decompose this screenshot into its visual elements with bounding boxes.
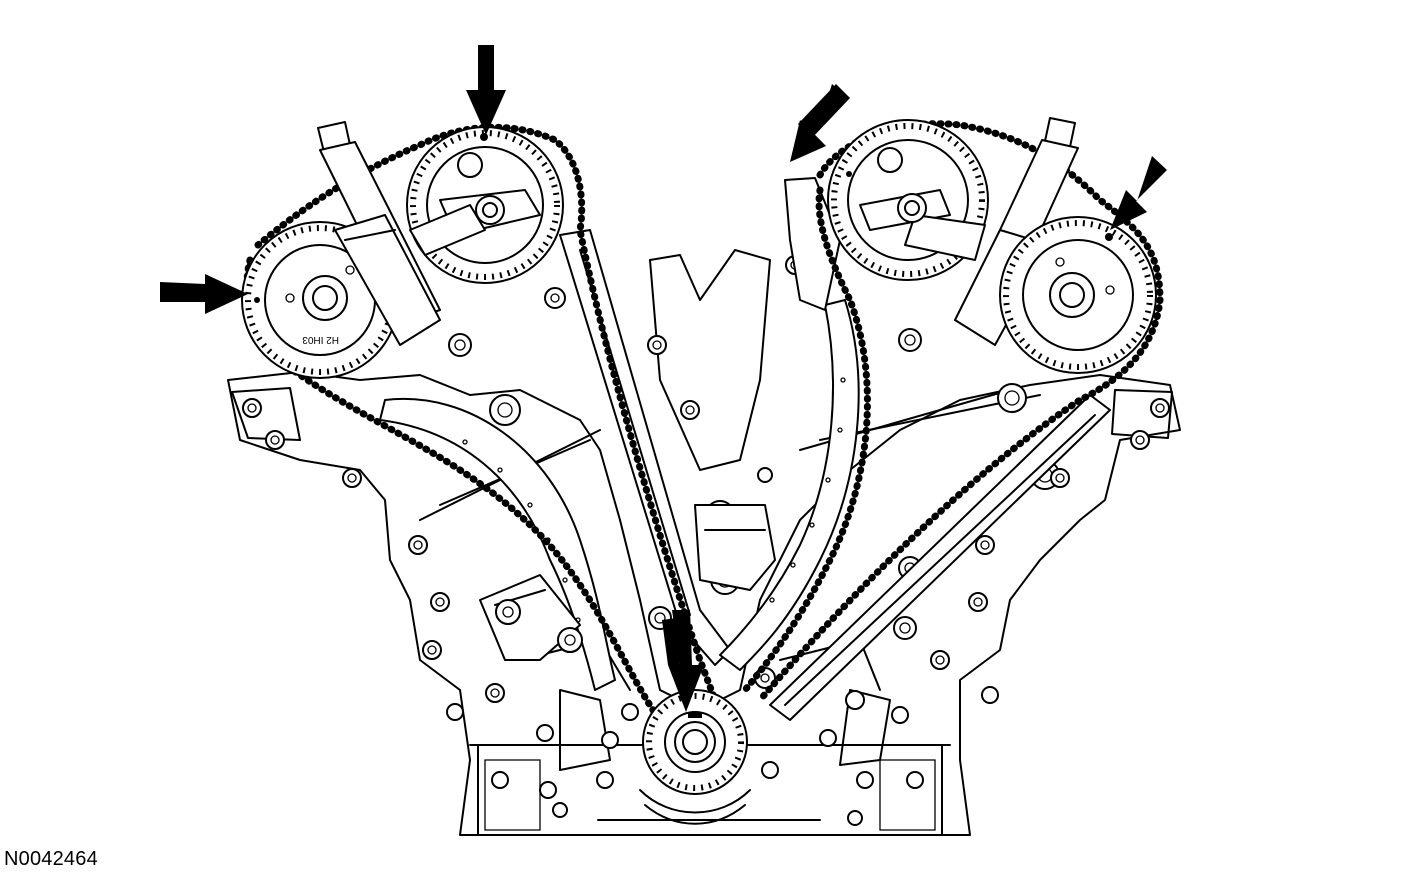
arrow-crankshaft-timing-mark	[662, 610, 704, 712]
rh-exhaust-cam-sprocket	[999, 216, 1157, 374]
cam-sprocket-stamp: H2 IH03	[302, 334, 339, 345]
lh-vct-solenoid	[317, 121, 441, 346]
right-fixed-guide	[769, 177, 1111, 721]
right-tensioner-arm	[719, 299, 860, 671]
right-timing-chain	[741, 120, 1164, 704]
arrow-rh-chain-guide	[790, 84, 850, 162]
rh-chain-tensioner	[694, 504, 776, 591]
figure-id-label: N0042464	[4, 848, 98, 870]
rh-intake-cam-sprocket	[827, 119, 989, 281]
arrow-lh-intake-cam-timing-mark	[466, 45, 506, 135]
lh-intake-cam-sprocket	[406, 126, 564, 284]
crankshaft-sprocket	[639, 689, 751, 825]
arrow-lh-exhaust-cam-timing-mark	[160, 274, 248, 314]
arrow-rh-exhaust-cam-timing-mark	[1110, 156, 1167, 230]
lh-chain-tensioner	[479, 574, 583, 661]
